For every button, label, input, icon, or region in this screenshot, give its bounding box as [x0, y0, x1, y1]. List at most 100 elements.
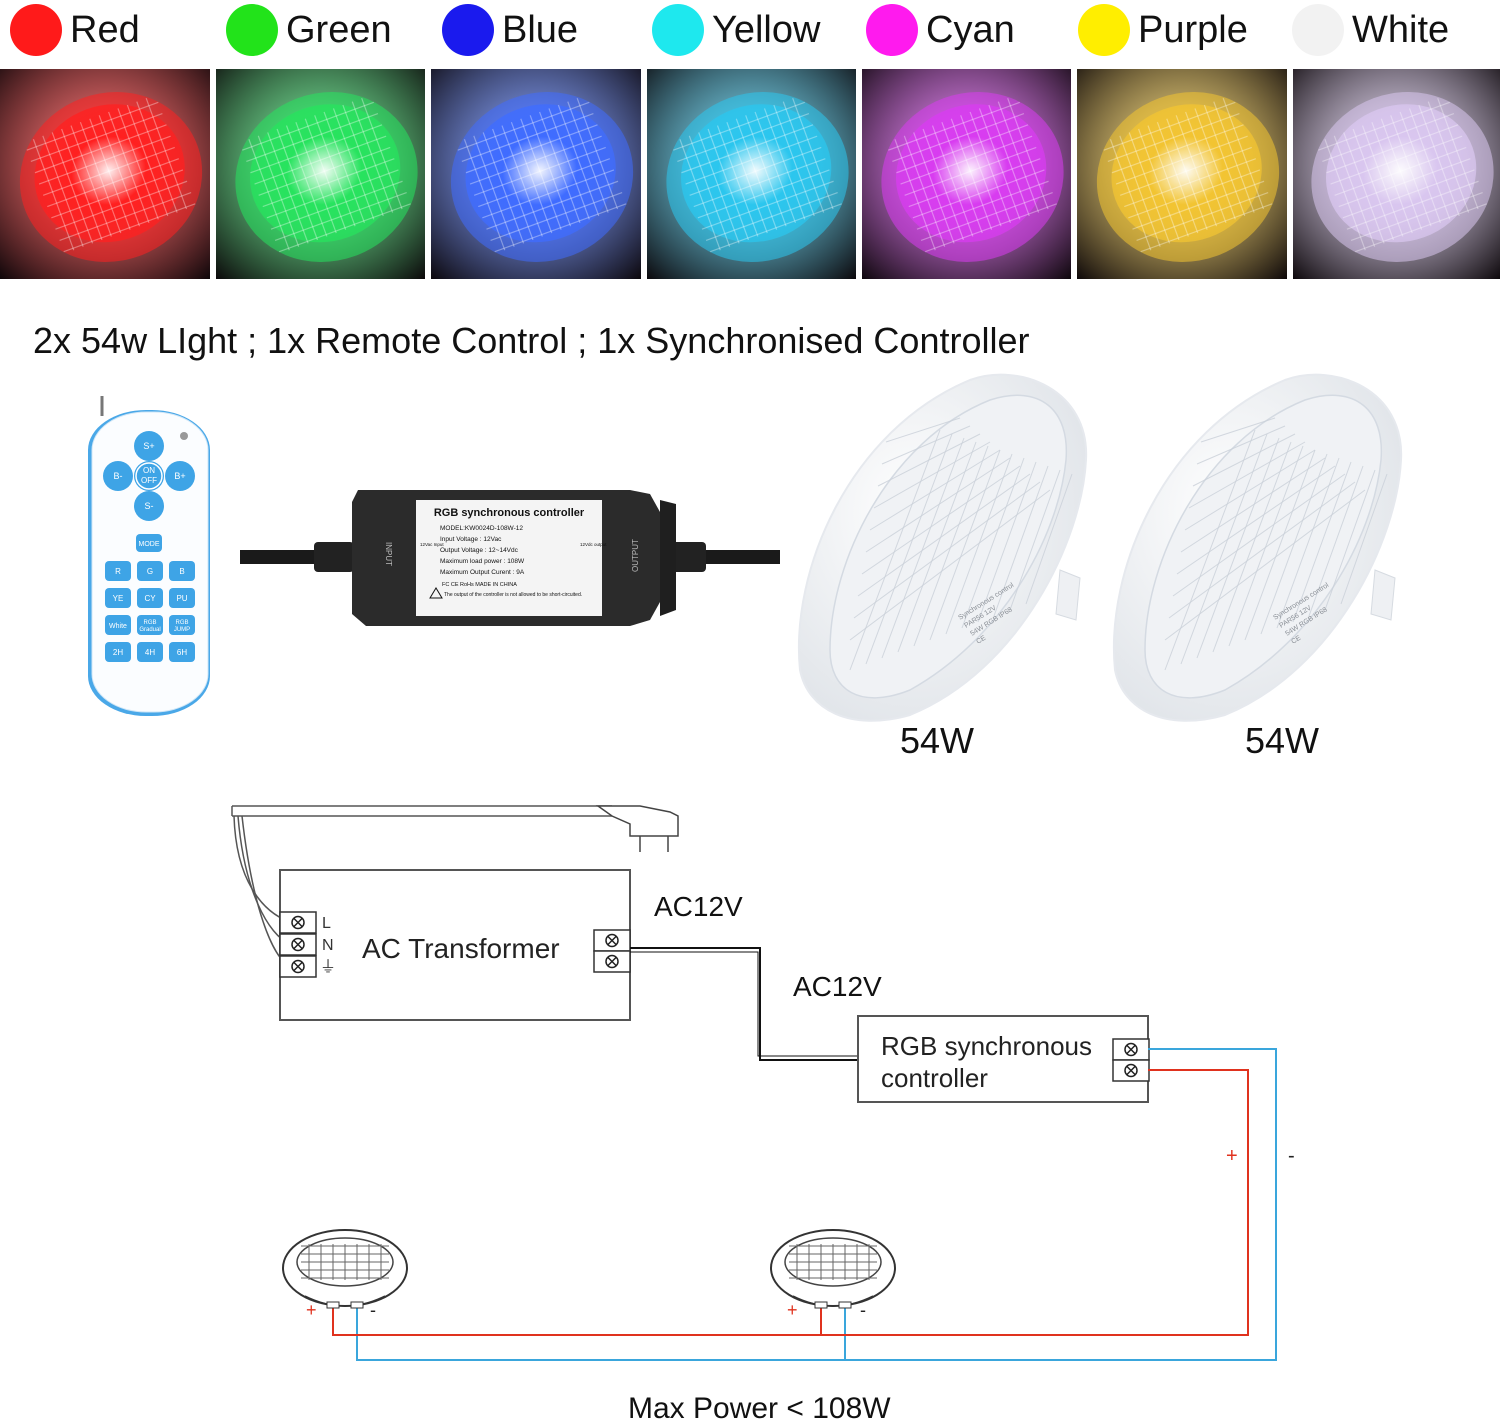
lamp-icon-pin — [350, 1301, 364, 1309]
lamp-icon-base — [304, 1295, 386, 1307]
lamp-lens — [34, 104, 185, 243]
svg-text:YE: YE — [113, 594, 124, 603]
lit-lamp-photo-red — [0, 69, 210, 279]
lens-grid — [673, 98, 842, 253]
lit-lamp-photo-white — [1293, 69, 1500, 279]
legend-item-green: Green — [226, 2, 392, 58]
input-cable — [240, 550, 320, 564]
lamp-2-wattage: 54W — [1245, 720, 1320, 761]
lamp-print-text: CE — [1290, 634, 1302, 645]
color-dot-purple — [1078, 4, 1130, 56]
remote-grid-button: White — [105, 615, 131, 635]
ac12v-cable — [630, 947, 858, 1061]
sync-terminal-positive — [1112, 1059, 1150, 1082]
lamp-icon-1 — [282, 1229, 408, 1309]
remote-grid-button: PU — [169, 588, 195, 608]
terminal-l-label: L — [322, 915, 331, 932]
terminal-ground — [279, 955, 317, 978]
sync-controller-photo: RGB synchronous controllerMODEL:KW0024D-… — [240, 490, 780, 626]
lamp-lens — [1144, 394, 1383, 699]
ac12v-input-label: AC12V — [793, 971, 882, 1002]
positive-sign: + — [1226, 1145, 1238, 1167]
lamp-lens-grid — [849, 417, 1073, 671]
svg-text:RGB: RGB — [175, 620, 188, 626]
lens-grid — [457, 98, 627, 253]
svg-text:R: R — [115, 567, 121, 576]
lit-lamp-photo-blue — [431, 69, 641, 279]
lamp-lens — [1326, 104, 1477, 243]
lamp-icon-2 — [770, 1229, 896, 1309]
color-dot-yellow — [652, 4, 704, 56]
lamp-2-minus: - — [860, 1300, 866, 1320]
input-label: INPUT — [384, 542, 393, 566]
warning-icon — [429, 587, 443, 599]
lamp-icon-grid — [789, 1244, 877, 1280]
lens-grid — [26, 98, 196, 253]
lamp-1-wattage: 54W — [900, 720, 975, 761]
color-label: White — [1352, 8, 1450, 51]
color-label: Red — [70, 8, 140, 51]
legend-item-blue: Blue — [442, 2, 578, 58]
svg-text:2H: 2H — [113, 648, 123, 657]
lamp-1-plus: + — [306, 1300, 317, 1320]
lens-grid — [1103, 98, 1273, 253]
lamp-tab — [1370, 569, 1396, 621]
lit-lamp-photo-purple — [1077, 69, 1287, 279]
lens-grid — [1318, 98, 1487, 253]
svg-text:RGB: RGB — [143, 620, 156, 626]
color-dot-red — [10, 4, 62, 56]
color-label: Cyan — [926, 8, 1015, 51]
color-dot-blue — [442, 4, 494, 56]
remote-grid-button: G — [137, 561, 163, 581]
color-dot-white — [1292, 4, 1344, 56]
output-terminal — [593, 929, 631, 952]
lamp-tab — [1055, 569, 1081, 621]
svg-text:B+: B+ — [174, 471, 185, 481]
input-strain-relief — [314, 542, 354, 572]
remote-button: S- — [134, 491, 164, 521]
remote-grid-button: B — [169, 561, 195, 581]
lens-grid — [888, 98, 1057, 253]
lamp-lens — [465, 104, 616, 243]
svg-text:B: B — [179, 567, 184, 576]
lamp-icon-base — [792, 1295, 874, 1307]
svg-text:White: White — [109, 623, 127, 630]
terminal-ground-label: ⏚ — [320, 958, 336, 976]
svg-text:B-: B- — [114, 471, 123, 481]
color-label: Yellow — [712, 8, 821, 51]
output-cable — [700, 550, 780, 564]
sync-controller-label-line1: RGB synchronous — [881, 1031, 1092, 1061]
lamp-icon-pin — [326, 1301, 340, 1309]
lamp-icon-pin — [838, 1301, 852, 1309]
remote-button: S+ — [134, 431, 164, 461]
color-dot-cyan — [866, 4, 918, 56]
lit-lamp-photo-yellow — [647, 69, 856, 279]
legend-item-yellow: Yellow — [652, 2, 820, 58]
indicator-led — [180, 432, 188, 440]
color-photo-strip — [0, 69, 1500, 279]
plug-icon — [595, 805, 679, 852]
input-small-label: 12Vac Input — [420, 542, 444, 547]
spec-label — [416, 500, 602, 616]
output-small-label: 12Vdc output — [580, 542, 607, 547]
terminal-n — [279, 933, 317, 956]
sync-controller-terminals — [1112, 1038, 1150, 1082]
spec-line: Output Voltage : 12~14Vdc — [440, 547, 519, 554]
remote-grid-button: CY — [137, 588, 163, 608]
svg-text:ON: ON — [143, 466, 155, 475]
output-terminal — [593, 950, 631, 973]
transformer-input-terminals — [279, 911, 317, 978]
max-power-label: Max Power < 108W — [628, 1392, 891, 1422]
remote-grid-button: 4H — [137, 642, 163, 662]
lamp-lens — [681, 104, 832, 243]
lamp-1-minus: - — [370, 1300, 376, 1320]
svg-text:S+: S+ — [143, 441, 154, 451]
transformer-output-terminals — [593, 929, 631, 973]
spec-line: Input Voltage : 12Vac — [440, 536, 502, 543]
